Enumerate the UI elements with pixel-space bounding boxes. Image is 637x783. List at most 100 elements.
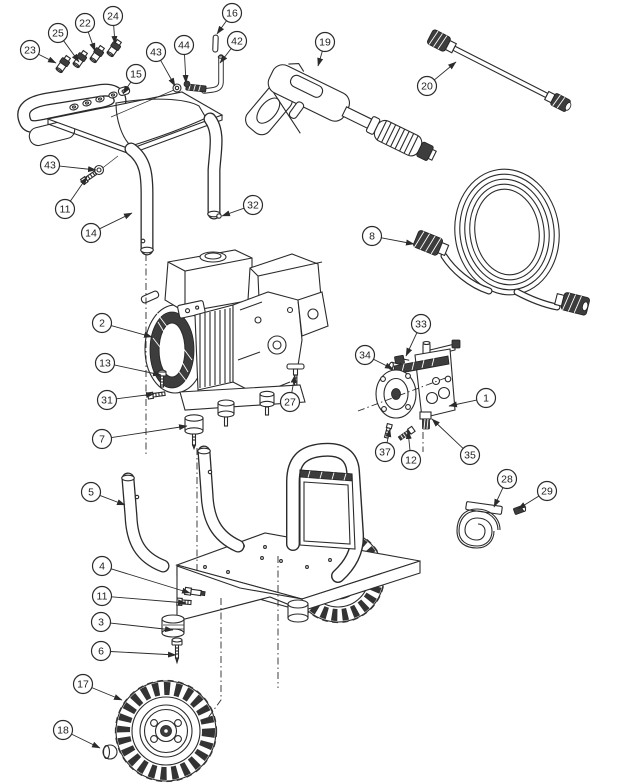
callout-leader-line	[59, 165, 97, 173]
callout-leader-line	[216, 20, 227, 35]
callout-22: 22	[74, 12, 96, 52]
callout-31: 31	[96, 389, 155, 411]
callout-bubble	[19, 39, 41, 61]
callout-4: 4	[91, 555, 191, 594]
callout-leader-line	[219, 48, 232, 64]
callout-bubble	[102, 5, 124, 27]
callout-15: 15	[122, 63, 147, 95]
callout-33: 33	[405, 313, 432, 357]
callout-6: 6	[90, 640, 177, 662]
callout-leader-line	[111, 596, 187, 606]
foot-3	[161, 614, 185, 638]
callout-3: 3	[90, 611, 174, 633]
pump-inlet-fitting-35	[419, 411, 432, 430]
callout-bubble	[125, 63, 147, 85]
spray-gun	[245, 62, 437, 161]
callout-bubble	[459, 444, 481, 466]
callout-37: 37	[374, 428, 396, 463]
platform-foot	[287, 599, 309, 623]
callout-leader-line	[99, 212, 133, 230]
callout-bubble	[314, 31, 336, 53]
gun-rib-grip	[373, 119, 423, 157]
callout-leader-line	[71, 733, 101, 749]
nozzle-holder	[117, 86, 131, 96]
callout-number: 1	[483, 393, 489, 405]
callout-leader-line	[434, 61, 457, 81]
callout-bubble	[173, 34, 195, 56]
callout-24: 24	[102, 5, 124, 45]
callout-number: 4	[99, 561, 105, 573]
fitting-33	[394, 354, 410, 365]
callout-number: 25	[52, 28, 64, 40]
callout-bubble	[145, 41, 167, 63]
callout-bubble	[221, 2, 243, 24]
callout-23: 23	[19, 39, 57, 64]
callout-number: 24	[107, 11, 119, 23]
callout-number: 43	[150, 47, 162, 59]
callout-13: 13	[94, 352, 162, 377]
callout-number: 15	[130, 69, 142, 81]
callout-43: 43	[145, 41, 176, 87]
callout-29: 29	[517, 480, 558, 510]
callout-leader-line	[87, 31, 96, 52]
cylinder-block	[194, 304, 234, 391]
callout-34: 34	[354, 344, 394, 370]
callout-leader-line	[381, 237, 415, 246]
callout-43: 43	[39, 154, 97, 176]
callout-number: 33	[415, 319, 427, 331]
callout-11: 11	[54, 176, 88, 220]
callout-20: 20	[416, 61, 457, 97]
callout-number: 31	[101, 395, 113, 407]
callout-bubble	[52, 719, 74, 741]
callout-25: 25	[47, 22, 80, 63]
callout-leader-line	[99, 494, 126, 506]
callout-bubble	[80, 481, 102, 503]
callout-number: 28	[501, 474, 513, 486]
callout-number: 42	[231, 36, 243, 48]
callout-leader-line	[373, 358, 394, 370]
callout-number: 27	[284, 397, 296, 409]
callout-19: 19	[314, 31, 336, 67]
engine-isolator-right	[259, 390, 275, 416]
engine	[140, 249, 329, 427]
callout-leader-line	[110, 568, 191, 594]
callout-number: 16	[226, 8, 238, 20]
callout-8: 8	[361, 225, 415, 247]
clip-29	[513, 504, 527, 515]
spray-wand	[427, 29, 572, 112]
pump-assembly	[375, 339, 461, 441]
callout-leader-line	[448, 399, 477, 408]
callout-27: 27	[279, 374, 301, 413]
frame	[121, 442, 421, 623]
callout-42: 42	[219, 30, 248, 64]
nozzle-slots	[69, 91, 118, 111]
callout-bubble	[496, 468, 518, 490]
callout-leader-line	[493, 487, 504, 508]
callout-bubble	[39, 154, 61, 176]
callout-17: 17	[72, 673, 123, 701]
callout-bubble	[80, 222, 102, 244]
hose-coupler-right	[554, 292, 590, 316]
callout-12: 12	[400, 430, 422, 471]
callout-bubble	[354, 344, 376, 366]
callout-bubble	[416, 75, 438, 97]
callout-leader-line	[70, 176, 88, 202]
recoil-handle	[140, 290, 160, 304]
callout-2: 2	[91, 312, 153, 338]
callout-number: 44	[178, 40, 190, 52]
callout-number: 7	[99, 434, 105, 446]
callout-leader-line	[38, 53, 57, 64]
callout-number: 19	[319, 37, 331, 49]
callout-leader-line	[91, 687, 123, 701]
callout-leader-line	[517, 495, 540, 510]
isolator-7	[184, 414, 204, 451]
assembly-axis-lines	[145, 254, 449, 723]
callout-leader-line	[290, 374, 297, 393]
callout-number: 11	[97, 591, 108, 603]
callout-bubble	[91, 428, 113, 450]
callout-number: 35	[464, 450, 476, 462]
engine-isolator-left	[217, 399, 235, 427]
callout-leader-line	[111, 25, 118, 45]
